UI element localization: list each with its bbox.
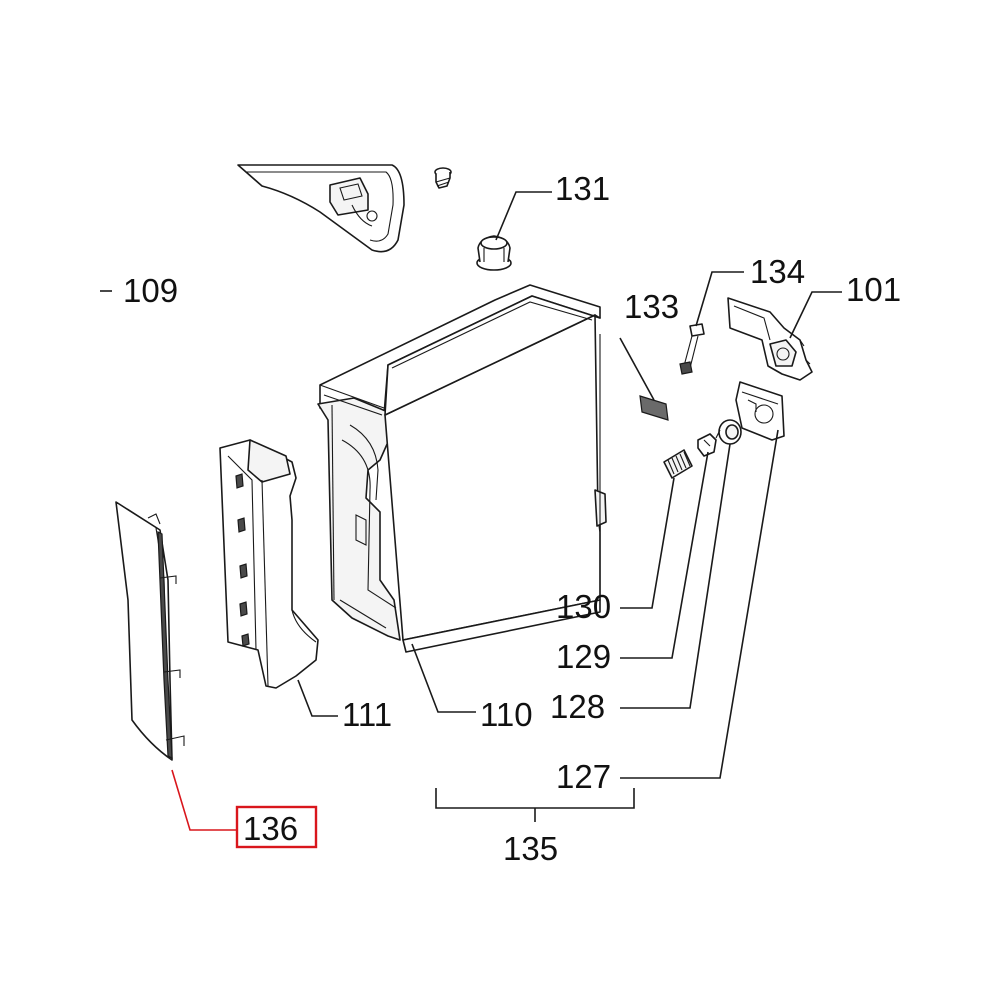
wire-clip: [679, 323, 705, 375]
leader-130: [620, 477, 675, 609]
callout-129: 129: [556, 638, 611, 675]
callout-127: 127: [556, 758, 611, 795]
leader-134: [695, 271, 744, 327]
callout-134: 134: [750, 253, 805, 290]
water-tank: [317, 284, 607, 653]
leader-110: [411, 643, 476, 713]
tank-side-panel: [219, 439, 319, 689]
callout-130: 130: [556, 588, 611, 625]
leader-128: [620, 443, 731, 709]
callout-109: 109: [123, 272, 178, 309]
water-tank-lid-knob: [476, 235, 512, 271]
leader-129: [620, 451, 709, 659]
callout-135: 135: [503, 830, 558, 867]
callout-101: 101: [846, 271, 901, 308]
sticker: [639, 395, 669, 421]
leader-111: [297, 679, 338, 717]
mounting-plate: [735, 381, 785, 441]
top-frame-fragment: [237, 164, 405, 253]
highlight-box-136: [235, 805, 318, 849]
leader-lines: [100, 191, 842, 831]
callout-110: 110: [480, 696, 533, 733]
leader-135-bracket: [435, 788, 635, 822]
clip: [697, 433, 717, 457]
valve-housing: [727, 297, 813, 381]
spring: [663, 449, 693, 479]
leader-133: [619, 337, 655, 401]
callout-136: 136: [243, 810, 298, 847]
callout-111: 111: [342, 696, 392, 733]
leader-127: [620, 429, 779, 779]
leader-136: [171, 769, 236, 831]
leader-131: [495, 191, 552, 241]
callout-133: 133: [624, 288, 679, 325]
callout-131: 131: [555, 170, 610, 207]
side-cover: [115, 501, 185, 761]
leader-101: [789, 291, 842, 339]
screw: [434, 167, 452, 189]
callout-128: 128: [550, 688, 605, 725]
seal-ring: [715, 419, 742, 445]
